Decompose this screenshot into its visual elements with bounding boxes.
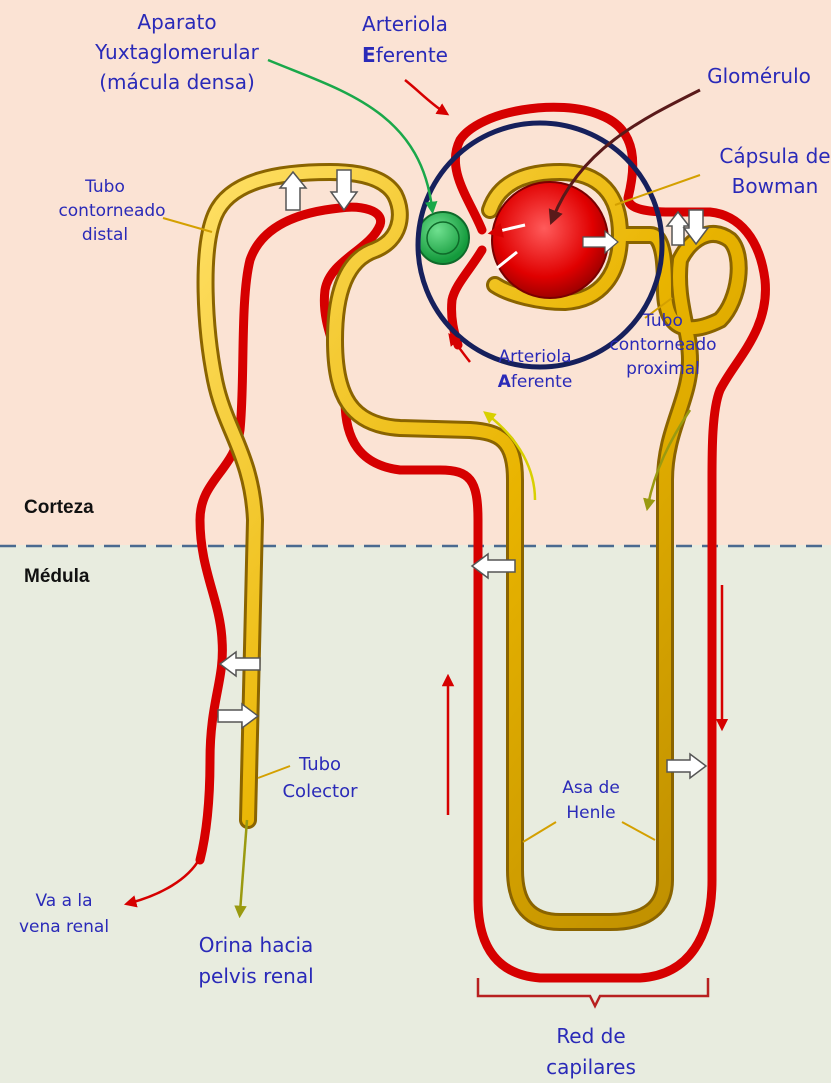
- zone-medulla: Médula: [24, 566, 90, 587]
- afferent-rest: ferente: [511, 372, 572, 392]
- label-glomerulus: Glomérulo: [707, 64, 811, 88]
- label-bowman-1: Cápsula de: [719, 144, 830, 168]
- label-henle-1: Asa de: [562, 778, 620, 798]
- label-capillary-2: capilares: [546, 1055, 636, 1079]
- macula-densa: [417, 212, 469, 264]
- label-efferent-1: Arteriola: [362, 12, 448, 36]
- label-vein-1: Va a la: [35, 891, 92, 911]
- label-afferent-2: Aferente: [498, 372, 573, 392]
- label-distal-1: Tubo: [84, 177, 125, 197]
- label-distal-3: distal: [82, 225, 128, 245]
- label-afferent-1: Arteriola: [499, 347, 572, 367]
- label-juxta-1: Aparato: [137, 10, 216, 34]
- label-bowman-2: Bowman: [732, 174, 819, 198]
- efferent-rest: ferente: [376, 43, 448, 67]
- label-proximal-3: proximal: [626, 359, 700, 379]
- label-juxta-3: (mácula densa): [99, 70, 255, 94]
- label-collector-1: Tubo: [298, 754, 341, 775]
- label-efferent-2: Eferente: [362, 43, 448, 67]
- label-urine-1: Orina hacia: [199, 933, 314, 957]
- label-urine-2: pelvis renal: [198, 964, 313, 988]
- medulla-region: [0, 545, 831, 1083]
- label-henle-2: Henle: [566, 803, 615, 823]
- label-collector-2: Colector: [282, 781, 358, 802]
- label-proximal-2: contorneado: [609, 335, 716, 355]
- label-distal-2: contorneado: [58, 201, 165, 221]
- afferent-initial: A: [498, 372, 512, 392]
- efferent-initial: E: [362, 43, 376, 67]
- zone-cortex: Corteza: [24, 497, 94, 518]
- label-capillary-1: Red de: [556, 1024, 625, 1048]
- label-juxta-2: Yuxtaglomerular: [94, 40, 260, 64]
- label-proximal-1: Tubo: [642, 311, 683, 331]
- label-vein-2: vena renal: [19, 917, 109, 937]
